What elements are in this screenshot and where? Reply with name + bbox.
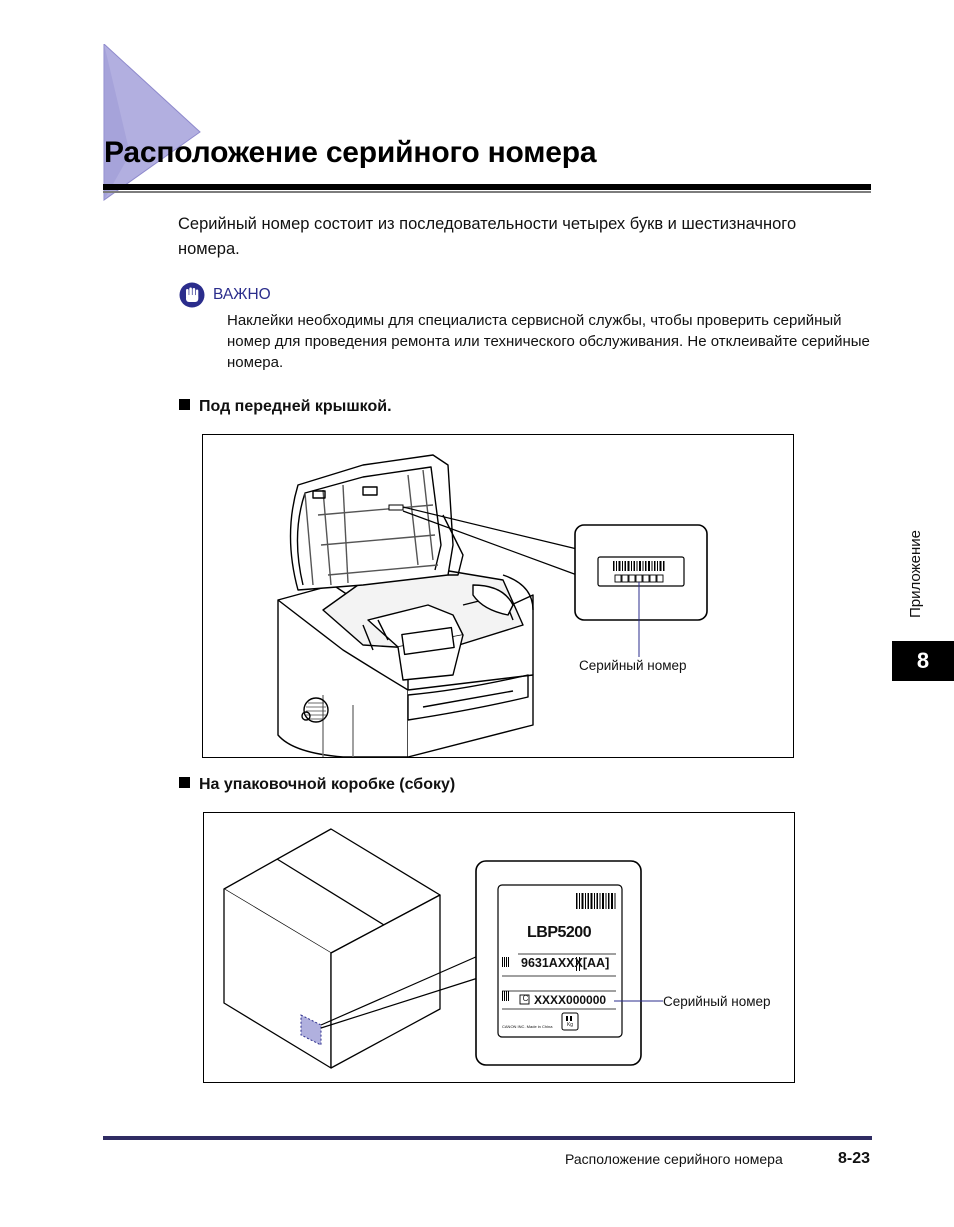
footer-rule — [103, 1136, 872, 1140]
label-model: LBP5200 — [527, 924, 592, 941]
printer-illustration — [277, 454, 708, 757]
chapter-side-label: Приложение — [907, 530, 924, 618]
footer-title: Расположение серийного номера — [565, 1151, 783, 1167]
title-rule-shadow — [103, 191, 871, 193]
page-number: 8-23 — [838, 1150, 871, 1167]
section-heading-front-cover: Под передней крышкой. — [179, 398, 392, 416]
section-heading-text: На упаковочной коробке (сбоку) — [199, 776, 456, 793]
serial-number-callout-printer: Серийный номер — [579, 658, 687, 673]
label-serial-prefix: C — [522, 994, 529, 1003]
label-badge: Kg — [566, 1022, 574, 1028]
bullet-square-icon — [179, 777, 190, 788]
important-hand-icon — [179, 282, 205, 308]
section-heading-box: На упаковочной коробке (сбоку) — [179, 776, 455, 794]
intro-paragraph: Серийный номер состоит из последовательн… — [178, 215, 797, 258]
label-made-in: CANON INC. Made in China — [502, 1024, 553, 1029]
corner-triangle-decoration — [103, 44, 201, 201]
title-rule — [103, 184, 871, 190]
serial-number-callout-box: Серийный номер — [663, 994, 771, 1009]
important-text: Наклейки необходимы для специалиста серв… — [227, 312, 870, 371]
chapter-tab: 8 — [892, 641, 954, 681]
figure-box: LBP5200 9631AXXX[AA] C XXXX000000 CANON … — [203, 812, 795, 1083]
important-label: ВАЖНО — [213, 286, 271, 303]
figure-printer — [202, 434, 794, 758]
box-illustration — [223, 828, 663, 1069]
bullet-square-icon — [179, 399, 190, 410]
label-code: 9631AXXX[AA] — [521, 956, 610, 970]
section-heading-text: Под передней крышкой. — [199, 398, 392, 415]
page-title: Расположение серийного номера — [104, 136, 597, 169]
label-serial: XXXX000000 — [534, 993, 607, 1007]
